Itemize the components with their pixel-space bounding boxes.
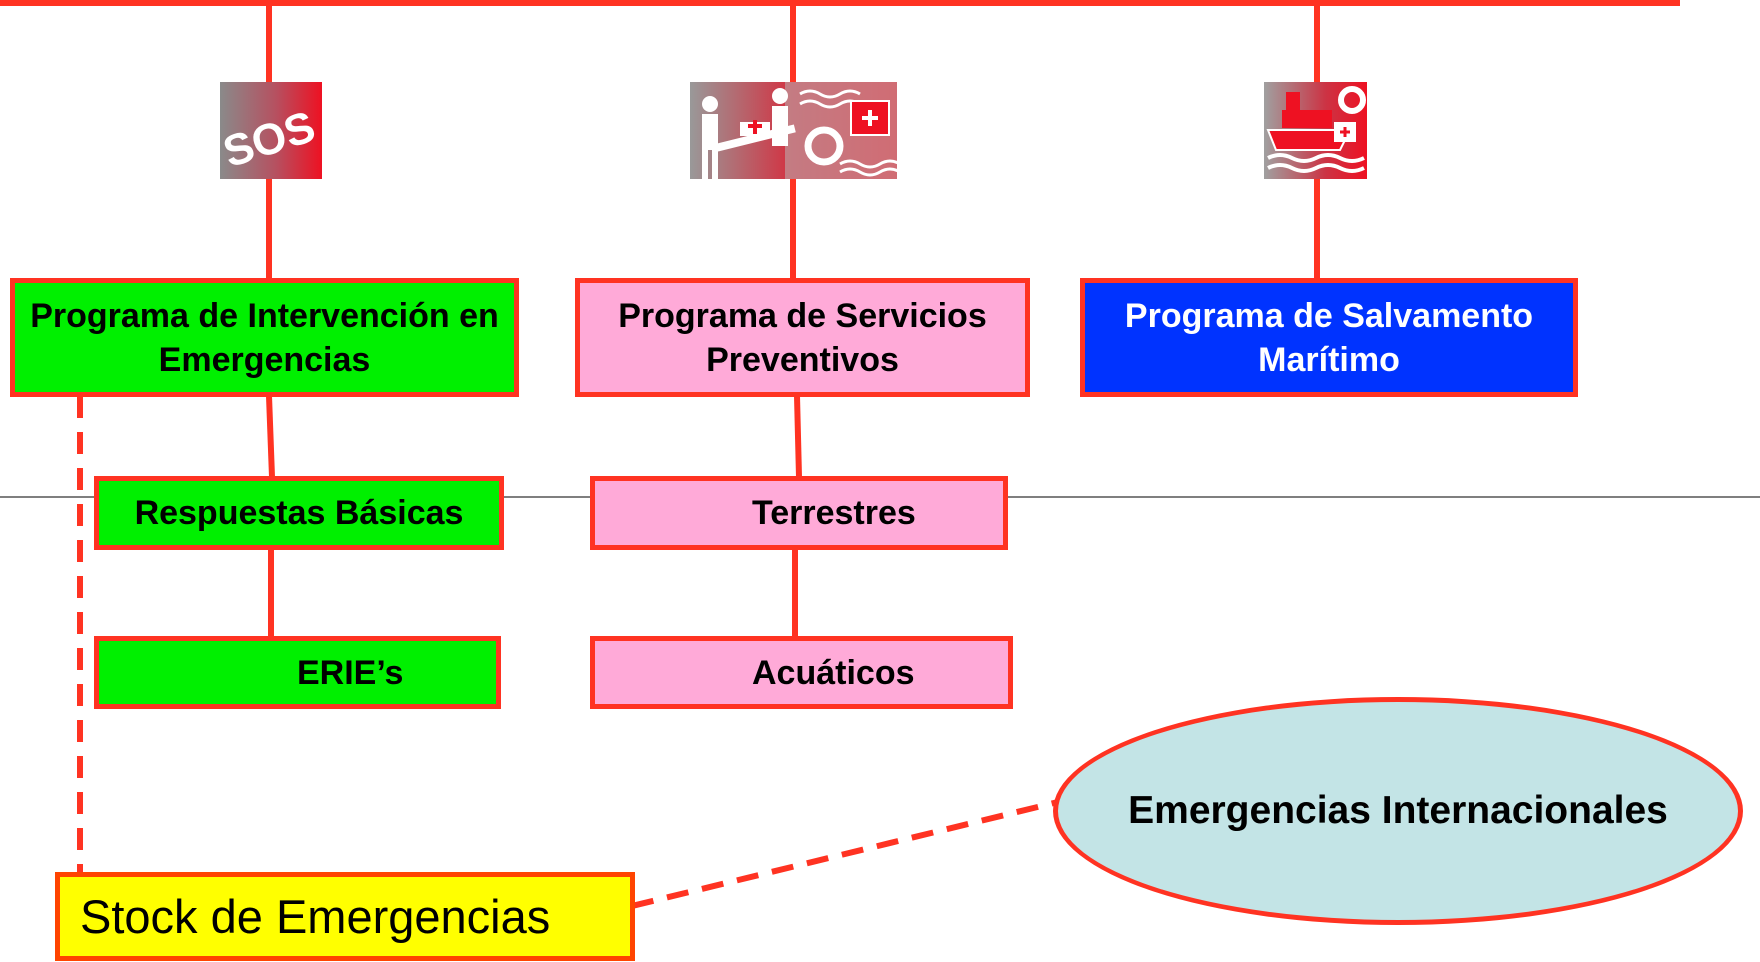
first-aid-stretcher-icon [690,82,901,179]
emergencias-internacionales-label: Emergencias Internacionales [1128,789,1668,832]
subprogram-eries[interactable]: ERIE’s [94,636,501,709]
program-preventivos-label: Programa de Servicios Preventivos [618,296,987,379]
rescue-ship-icon [1264,82,1367,179]
subprogram-respuestas-basicas[interactable]: Respuestas Básicas [94,476,504,550]
subprogram-eries-label: ERIE’s [297,653,404,692]
subprogram-terrestres-label: Terrestres [752,494,916,532]
subprogram-acuaticos-label: Acuáticos [752,653,915,692]
subprogram-acuaticos[interactable]: Acuáticos [590,636,1013,709]
stock-emergencias-box[interactable]: Stock de Emergencias [55,872,635,961]
program-intervencion-box[interactable]: Programa de Intervención en Emergencias [10,278,519,397]
connector-terrestres [794,395,802,478]
program-salvamento-label: Programa de Salvamento Marítimo [1124,296,1534,379]
dashed-connector-international [631,799,1059,909]
program-intervencion-label: Programa de Intervención en Emergencias [30,296,499,379]
program-preventivos-box[interactable]: Programa de Servicios Preventivos [575,278,1030,397]
subprogram-respuestas-basicas-label: Respuestas Básicas [134,494,464,532]
connector-respuestas [266,395,275,478]
subprogram-terrestres[interactable]: Terrestres [590,476,1008,550]
program-salvamento-box[interactable]: Programa de Salvamento Marítimo [1080,278,1578,397]
sos-icon: SOS [217,82,322,179]
stock-emergencias-label: Stock de Emergencias [80,889,551,943]
emergencias-internacionales-ellipse[interactable]: Emergencias Internacionales [1053,697,1743,925]
